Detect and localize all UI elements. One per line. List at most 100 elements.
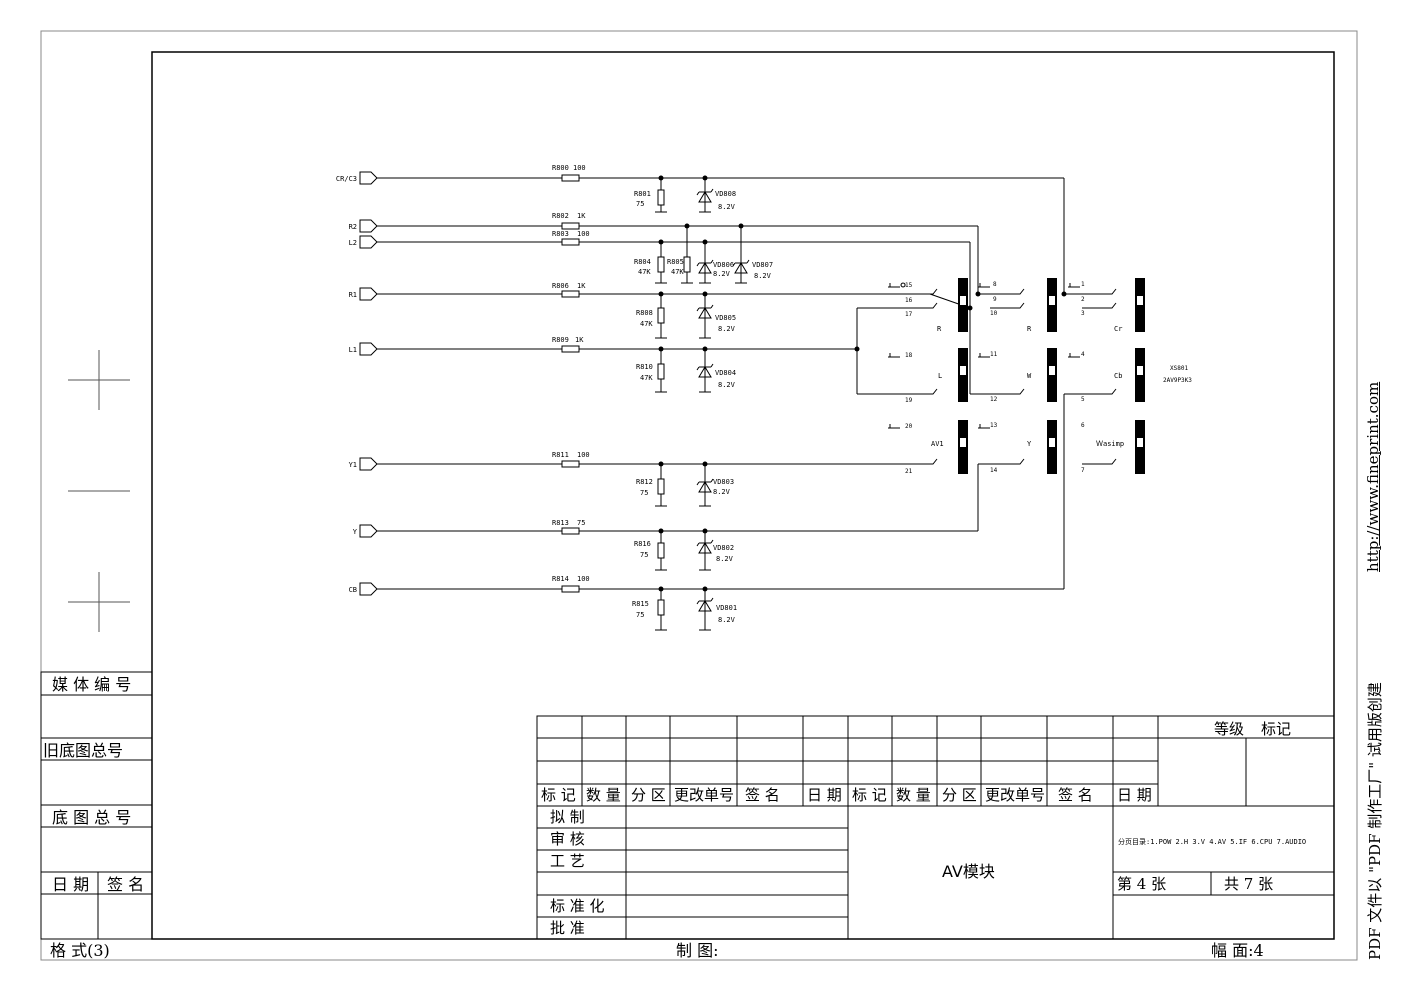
watermark-url-text: http://www.fineprint.com <box>1364 381 1382 572</box>
pin-number: 21 <box>905 468 913 475</box>
diode-ref: VD804 <box>715 369 736 377</box>
pin-number: 15 <box>905 282 913 289</box>
jack-label: R <box>937 325 942 333</box>
tb-header-qty: 数 量 <box>586 786 621 804</box>
watermark-note-text: PDF 文件以 "PDF 制作工厂" 试用版创建 <box>1366 682 1384 960</box>
diode-ref: VD808 <box>715 190 736 198</box>
diode-value: 8.2V <box>718 325 736 333</box>
drawn-by-label: 制 图: <box>676 941 719 960</box>
pin-number: 12 <box>990 396 998 403</box>
jack-label: Cr <box>1114 325 1122 333</box>
pin-number: 2 <box>1081 296 1085 303</box>
diode-ref: VD802 <box>713 544 734 552</box>
resistor-ref: R804 <box>634 258 651 266</box>
resistor-value: 1K <box>575 336 584 344</box>
resistor-value: 47K <box>640 374 653 382</box>
grade-label: 等级 <box>1214 720 1245 738</box>
input-label: Y1 <box>349 461 357 469</box>
pin-number: 7 <box>1081 467 1085 474</box>
connector-part: 2AV9P3K3 <box>1163 377 1192 384</box>
input-label: R1 <box>349 291 357 299</box>
signature-label: 签 名 <box>107 875 145 894</box>
resistor-value: 75 <box>636 611 644 619</box>
tb-header-sign-2: 签 名 <box>1058 786 1093 804</box>
outer-frame <box>40 30 1358 961</box>
jack-label: R <box>1027 325 1032 333</box>
input-connectors <box>359 171 378 596</box>
pin-number: 16 <box>905 297 913 304</box>
pin-number: 6 <box>1081 422 1085 429</box>
input-label: CB <box>349 586 357 594</box>
resistor-ref: R805 <box>667 258 684 266</box>
resistor-ref: R801 <box>634 190 651 198</box>
tb-header-date: 日 期 <box>807 786 842 804</box>
watermark-url: http://www.fineprint.com <box>1364 382 1382 572</box>
input-label: L1 <box>349 346 357 354</box>
date-label: 日 期 <box>52 875 90 894</box>
media-number-label: 媒 体 编 号 <box>52 675 132 694</box>
resistor-ref: R814 <box>552 575 569 583</box>
jack-label: Ｗasimp <box>1096 440 1124 448</box>
sign-row-standard: 标 准 化 <box>550 897 605 915</box>
connector-ref: XS801 <box>1170 365 1188 372</box>
sign-row-process: 工 艺 <box>550 852 585 870</box>
resistor-value: 75 <box>577 519 585 527</box>
resistor-ref: R808 <box>636 309 653 317</box>
tb-header-sign: 签 名 <box>745 786 780 804</box>
resistor-ref: R811 <box>552 451 569 459</box>
format-label: 格 式(3) <box>50 941 110 960</box>
resistor-ref: R815 <box>632 600 649 608</box>
pin-number: 10 <box>990 310 998 317</box>
shunt-resistors <box>657 189 691 616</box>
junction-dots <box>658 175 1067 592</box>
resistor-value: 100 <box>577 575 590 583</box>
series-resistors <box>561 174 580 593</box>
resistor-value: 100 <box>577 230 590 238</box>
jack-label: W <box>1027 372 1032 380</box>
resistor-value: 100 <box>573 164 586 172</box>
pin-number: 9 <box>993 296 997 303</box>
diode-value: 8.2V <box>718 616 736 624</box>
resistor-value: 75 <box>640 489 648 497</box>
pin-number: 13 <box>990 422 998 429</box>
tb-header-qty-2: 数 量 <box>896 786 931 804</box>
tb-header-zone: 分 区 <box>631 786 666 804</box>
resistor-value: 75 <box>636 200 644 208</box>
resistor-ref: R803 <box>552 230 569 238</box>
sheet-size-label: 幅 面:4 <box>1211 941 1264 960</box>
diode-value: 8.2V <box>718 381 736 389</box>
pin-number: 19 <box>905 397 913 404</box>
resistor-ref: R813 <box>552 519 569 527</box>
jack-blocks <box>888 278 1145 474</box>
pin-number: 18 <box>905 352 913 359</box>
resistor-value: 75 <box>640 551 648 559</box>
sign-row-review: 审 核 <box>550 830 585 848</box>
pin-number: 1 <box>1081 281 1085 288</box>
sheet-total: 共 7 张 <box>1224 875 1274 893</box>
jack-label: L <box>938 372 942 380</box>
resistor-value: 100 <box>577 451 590 459</box>
input-label: L2 <box>349 239 357 247</box>
resistor-ref: R802 <box>552 212 569 220</box>
input-label: R2 <box>349 223 357 231</box>
resistor-value: 1K <box>577 282 586 290</box>
zener-diodes <box>696 188 750 612</box>
jack-label: Y <box>1027 440 1032 448</box>
diode-ref: VD806 <box>713 261 734 269</box>
tb-header-date-2: 日 期 <box>1117 786 1152 804</box>
diode-value: 8.2V <box>754 272 772 280</box>
resistor-value: 1K <box>577 212 586 220</box>
title-block-lines <box>536 715 1335 940</box>
pin-number: 5 <box>1081 396 1085 403</box>
tb-header-change-2: 更改单号 <box>985 786 1046 804</box>
pin-number: 20 <box>905 423 913 430</box>
base-number-label: 底 图 总 号 <box>52 808 132 827</box>
drawing-title: AV模块 <box>942 862 995 881</box>
diode-ref: VD801 <box>716 604 737 612</box>
resistor-ref: R809 <box>552 336 569 344</box>
jack-label: AV1 <box>931 440 944 448</box>
resistor-ref: R810 <box>636 363 653 371</box>
resistor-ref: R812 <box>636 478 653 486</box>
input-label: CR/C3 <box>336 175 357 183</box>
